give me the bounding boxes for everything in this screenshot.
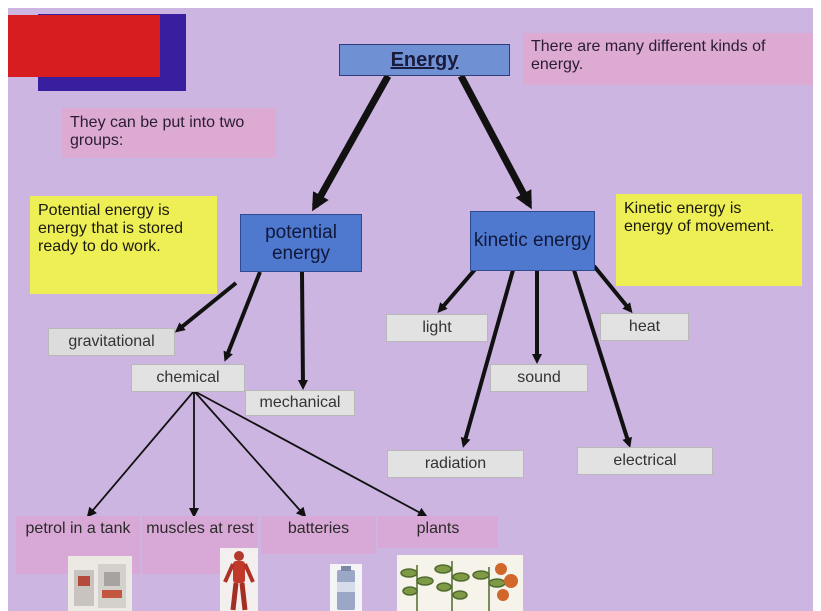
kinetic-energy-box: kinetic energy — [470, 211, 595, 271]
heat-label: heat — [600, 313, 689, 341]
muscle-anatomy-image — [220, 548, 258, 611]
arrow-potential-gravitational — [174, 281, 238, 333]
muscle-figure-icon — [220, 548, 258, 611]
groups-note: They can be put into two groups: — [62, 108, 276, 158]
mechanical-label: mechanical — [245, 390, 355, 416]
sound-label: sound — [490, 364, 588, 392]
light-label: light — [386, 314, 488, 342]
plants-label: plants — [378, 516, 498, 548]
intro-note: There are many different kinds of energy… — [523, 33, 813, 85]
arrow-potential-chemical — [223, 271, 262, 362]
connector-arrows — [86, 74, 633, 518]
arrow-kinetic-heat — [592, 264, 633, 314]
battery-image — [330, 564, 362, 611]
gravitational-label: gravitational — [48, 328, 175, 356]
radiation-label: radiation — [387, 450, 524, 478]
potential-energy-box: potential energy — [240, 214, 362, 272]
arrow-energy-kinetic — [457, 74, 533, 210]
plants-image — [397, 555, 523, 611]
battery-icon — [330, 564, 362, 611]
arrow-chemical-batteries — [193, 390, 307, 518]
arrow-kinetic-light — [437, 264, 480, 314]
energy-title: Energy — [339, 44, 510, 76]
arrow-chemical-plants — [193, 390, 428, 517]
arrow-chemical-petrol — [86, 390, 195, 518]
arrow-potential-mechanical — [297, 271, 308, 390]
petrol-can-icon — [68, 556, 132, 611]
potential-definition: Potential energy is energy that is store… — [30, 196, 217, 294]
plants-icon — [397, 555, 523, 611]
arrow-kinetic-electrical — [572, 269, 632, 448]
batteries-label: batteries — [261, 516, 376, 554]
slide: Energy There are many different kinds of… — [8, 8, 813, 611]
electrical-label: electrical — [577, 447, 713, 475]
arrow-energy-potential — [311, 74, 392, 212]
chemical-label: chemical — [131, 364, 245, 392]
kinetic-definition: Kinetic energy is energy of movement. — [616, 194, 802, 286]
arrow-kinetic-radiation — [460, 269, 515, 448]
petrol-can-image — [68, 556, 132, 611]
decorative-red-block — [8, 15, 160, 77]
